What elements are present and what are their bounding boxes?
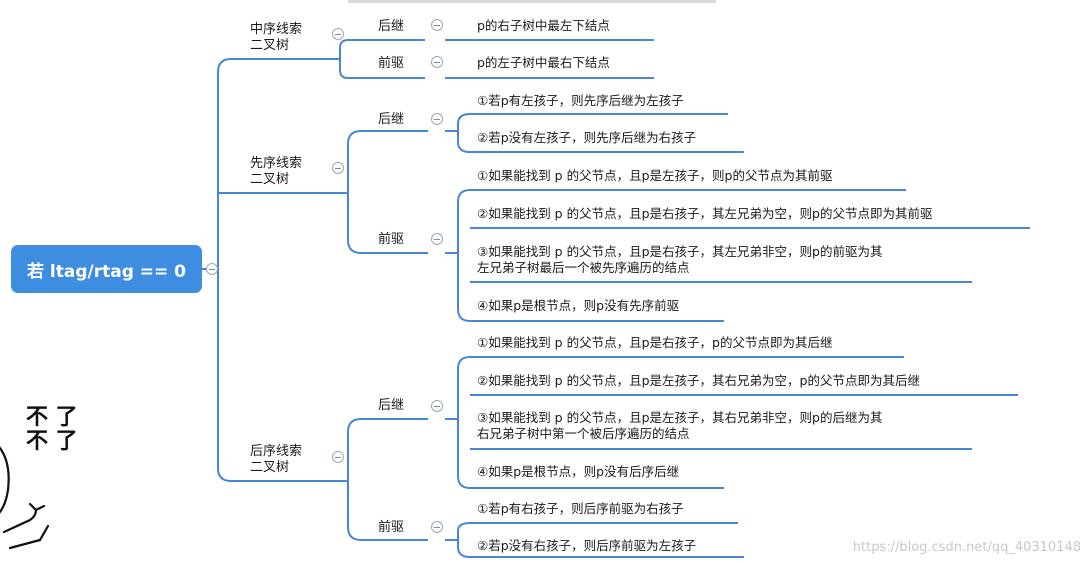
inorder-predecessor-node[interactable]: 前驱 [378,56,405,71]
preorder-successor-node[interactable]: 后继 [378,112,405,127]
leaf-preorder-predecessor-3[interactable]: ③如果能找到 p 的父节点，且p是右孩子，其左兄弟非空，则p的前驱为其 左兄弟子… [477,244,883,275]
leaf-postorder-successor-1[interactable]: ①如果能找到 p 的父节点，且p是右孩子，p的父节点即为其后继 [477,335,833,350]
top-tab-strip [348,0,716,3]
postorder-predecessor-node[interactable]: 前驱 [378,520,405,535]
leaf-preorder-predecessor-4[interactable]: ④如果p是根节点，则p没有先序前驱 [477,298,680,313]
leaf-postorder-successor-3[interactable]: ③如果能找到 p 的父节点，且p是左孩子，其右兄弟非空，则p的后继为其 右兄弟子… [477,410,883,441]
collapse-icon-preorder[interactable] [332,162,344,174]
collapse-icon-root[interactable] [206,263,218,275]
postorder-successor-node[interactable]: 后继 [378,398,405,413]
collapse-icon-postorder-predecessor[interactable] [431,521,443,533]
leaf-postorder-predecessor-1[interactable]: ①若p有右孩子，则后序前驱为右孩子 [477,501,684,516]
branch-preorder[interactable]: 先序线索 二叉树 [250,156,303,187]
preorder-predecessor-node[interactable]: 前驱 [378,232,405,247]
watermark: https://blog.csdn.net/qq_40310148 [852,540,1081,555]
doodle-text: 不 了 不 了 [26,405,78,454]
leaf-postorder-predecessor-2[interactable]: ②若p没有右孩子，则后序前驱为左孩子 [477,538,697,553]
collapse-icon-inorder-successor[interactable] [431,19,443,31]
leaf-preorder-predecessor-2[interactable]: ②如果能找到 p 的父节点，且p是右孩子，其左兄弟为空，则p的父节点即为其前驱 [477,206,933,221]
collapse-icon-preorder-successor[interactable] [431,113,443,125]
leaf-inorder-successor-1[interactable]: p的右子树中最左下结点 [477,18,610,33]
leaf-preorder-predecessor-1[interactable]: ①如果能找到 p 的父节点，且p是左孩子，则p的父节点为其前驱 [477,168,833,183]
leaf-postorder-successor-2[interactable]: ②如果能找到 p 的父节点，且p是左孩子，其右兄弟为空，p的父节点即为其后继 [477,373,920,388]
branch-inorder[interactable]: 中序线索 二叉树 [250,22,303,53]
leaf-preorder-successor-2[interactable]: ②若p没有左孩子，则先序后继为右孩子 [477,130,697,145]
collapse-icon-postorder[interactable] [332,451,344,463]
leaf-inorder-predecessor-1[interactable]: p的左子树中最右下结点 [477,55,610,70]
inorder-successor-node[interactable]: 后继 [378,19,405,34]
collapse-icon-postorder-successor[interactable] [431,400,443,412]
leaf-preorder-successor-1[interactable]: ①若p有左孩子，则先序后继为左孩子 [477,93,684,108]
root-node[interactable]: 若 ltag/rtag == 0 [11,245,202,293]
collapse-icon-inorder[interactable] [332,28,344,40]
branch-postorder[interactable]: 后序线索 二叉树 [250,444,303,475]
collapse-icon-preorder-predecessor[interactable] [431,233,443,245]
collapse-icon-inorder-predecessor[interactable] [431,56,443,68]
leaf-postorder-successor-4[interactable]: ④如果p是根节点，则p没有后序后继 [477,464,680,479]
